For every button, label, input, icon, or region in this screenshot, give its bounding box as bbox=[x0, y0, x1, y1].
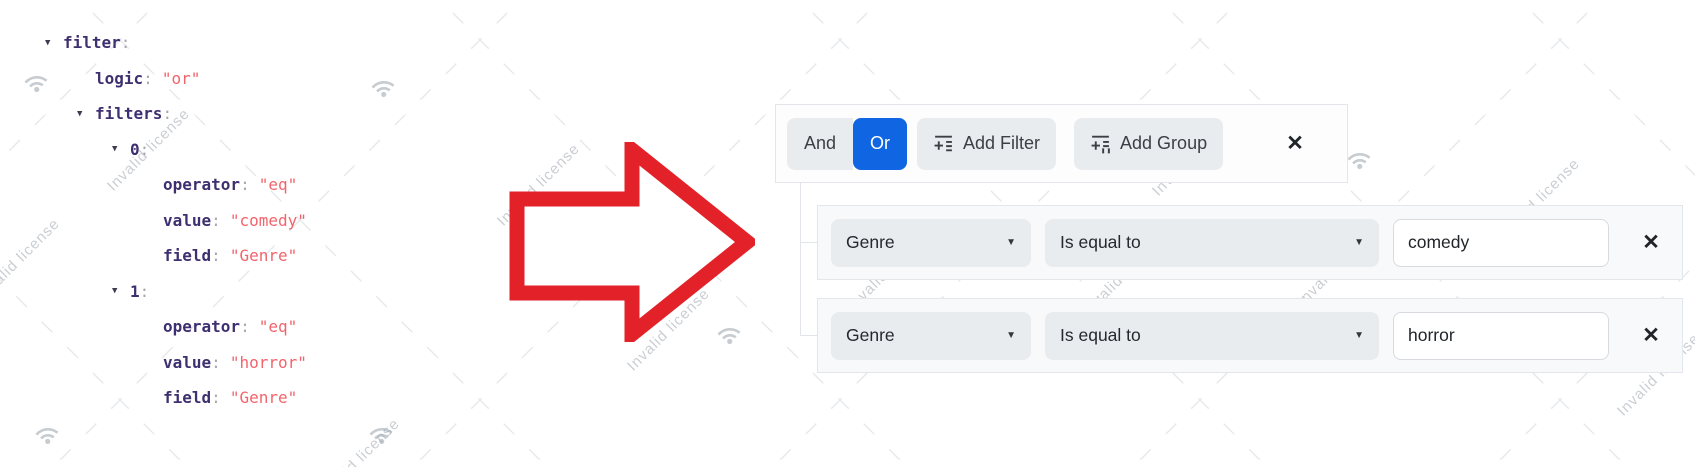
chevron-down-icon: ▼ bbox=[1006, 237, 1016, 248]
operator-dropdown-value: Is equal to bbox=[1060, 232, 1141, 252]
chevron-down-icon: ▼ bbox=[1354, 237, 1364, 248]
json-tree-row: ▼ filter: bbox=[0, 25, 307, 61]
json-tree-row: operator: "eq" bbox=[0, 167, 307, 203]
tree-collapse-icon[interactable]: ▼ bbox=[112, 286, 118, 297]
value-input[interactable] bbox=[1393, 311, 1609, 360]
add-group-button[interactable]: Add Group bbox=[1074, 117, 1224, 170]
tree-collapse-icon[interactable]: ▼ bbox=[112, 144, 118, 155]
json-colon: : bbox=[143, 68, 153, 88]
add-group-icon bbox=[1091, 135, 1110, 154]
remove-filter-button[interactable]: ✕ bbox=[1629, 314, 1673, 358]
tree-collapse-icon[interactable]: ▼ bbox=[77, 108, 83, 119]
json-colon: : bbox=[211, 210, 221, 230]
connector-line-vertical bbox=[800, 183, 801, 336]
field-dropdown-value: Genre bbox=[846, 325, 895, 345]
field-dropdown[interactable]: Genre ▼ bbox=[831, 218, 1031, 267]
json-key: operator bbox=[163, 175, 241, 195]
remove-filter-button[interactable]: ✕ bbox=[1629, 221, 1673, 265]
rss-watermark-icon bbox=[371, 81, 395, 98]
filter-builder-toolbar: And Or Add Filter Add Group bbox=[775, 104, 1348, 183]
json-colon: : bbox=[211, 246, 221, 266]
json-colon: : bbox=[240, 317, 250, 337]
filter-expression-row: Genre ▼ Is equal to ▼ ✕ bbox=[817, 205, 1683, 280]
rss-watermark-icon bbox=[24, 76, 48, 93]
rss-watermark-icon bbox=[369, 428, 393, 445]
value-input[interactable] bbox=[1393, 218, 1609, 267]
add-filter-icon bbox=[934, 135, 952, 152]
json-value: "eq" bbox=[258, 175, 298, 195]
json-key: logic bbox=[95, 68, 144, 88]
json-colon: : bbox=[139, 139, 150, 159]
json-value: "comedy" bbox=[229, 210, 307, 230]
filter-expression-row: Genre ▼ Is equal to ▼ ✕ bbox=[817, 298, 1683, 373]
json-colon: : bbox=[139, 281, 150, 301]
json-colon: : bbox=[211, 388, 221, 408]
json-value: "or" bbox=[161, 68, 201, 88]
json-tree-row: value: "horror" bbox=[0, 345, 307, 381]
tree-collapse-icon[interactable]: ▼ bbox=[45, 37, 51, 48]
json-colon: : bbox=[162, 104, 173, 124]
json-key: field bbox=[163, 246, 212, 266]
json-key: 0 bbox=[130, 139, 140, 159]
json-colon: : bbox=[240, 175, 250, 195]
json-tree-row: field: "Genre" bbox=[0, 380, 307, 416]
json-tree: ▼filter:logic:"or"▼filters:▼0:operator:"… bbox=[0, 25, 307, 416]
field-dropdown-value: Genre bbox=[846, 232, 895, 252]
json-key: value bbox=[163, 352, 212, 372]
json-value: "eq" bbox=[258, 317, 298, 337]
add-group-label: Add Group bbox=[1120, 133, 1208, 153]
json-tree-row: ▼ filters: bbox=[0, 96, 307, 132]
json-colon: : bbox=[120, 33, 131, 53]
logic-and-button[interactable]: And bbox=[787, 117, 853, 170]
json-value: "Genre" bbox=[229, 388, 298, 408]
json-key: filters bbox=[95, 104, 163, 124]
json-tree-row: ▼ 1: bbox=[0, 274, 307, 310]
field-dropdown[interactable]: Genre ▼ bbox=[831, 311, 1031, 360]
chevron-down-icon: ▼ bbox=[1354, 330, 1364, 341]
invalid-license-watermark: Invalid license bbox=[313, 415, 404, 467]
json-key: value bbox=[163, 210, 212, 230]
close-group-button[interactable]: ✕ bbox=[1273, 122, 1317, 166]
add-filter-button[interactable]: Add Filter bbox=[917, 117, 1057, 170]
connector-line-row1 bbox=[800, 242, 817, 243]
json-key: field bbox=[163, 388, 212, 408]
chevron-down-icon: ▼ bbox=[1006, 330, 1016, 341]
rss-watermark-icon bbox=[1347, 153, 1371, 170]
json-key: filter bbox=[63, 33, 121, 53]
json-key: 1 bbox=[130, 281, 140, 301]
operator-dropdown[interactable]: Is equal to ▼ bbox=[1045, 218, 1379, 267]
add-filter-label: Add Filter bbox=[963, 133, 1041, 153]
json-tree-row: ▼ 0: bbox=[0, 132, 307, 168]
json-tree-row: operator: "eq" bbox=[0, 309, 307, 345]
json-tree-row: value: "comedy" bbox=[0, 203, 307, 239]
rss-watermark-icon bbox=[35, 428, 59, 445]
logic-or-button-selected[interactable]: Or bbox=[853, 117, 907, 170]
json-tree-row: field: "Genre" bbox=[0, 238, 307, 274]
json-value: "Genre" bbox=[229, 246, 298, 266]
json-tree-row: logic: "or" bbox=[0, 61, 307, 97]
operator-dropdown[interactable]: Is equal to ▼ bbox=[1045, 311, 1379, 360]
transform-arrow-icon bbox=[509, 142, 755, 342]
rss-watermark-icon bbox=[717, 328, 741, 345]
connector-line-row2 bbox=[800, 335, 817, 336]
json-value: "horror" bbox=[229, 352, 307, 372]
json-key: operator bbox=[163, 317, 241, 337]
json-colon: : bbox=[211, 352, 221, 372]
operator-dropdown-value: Is equal to bbox=[1060, 325, 1141, 345]
